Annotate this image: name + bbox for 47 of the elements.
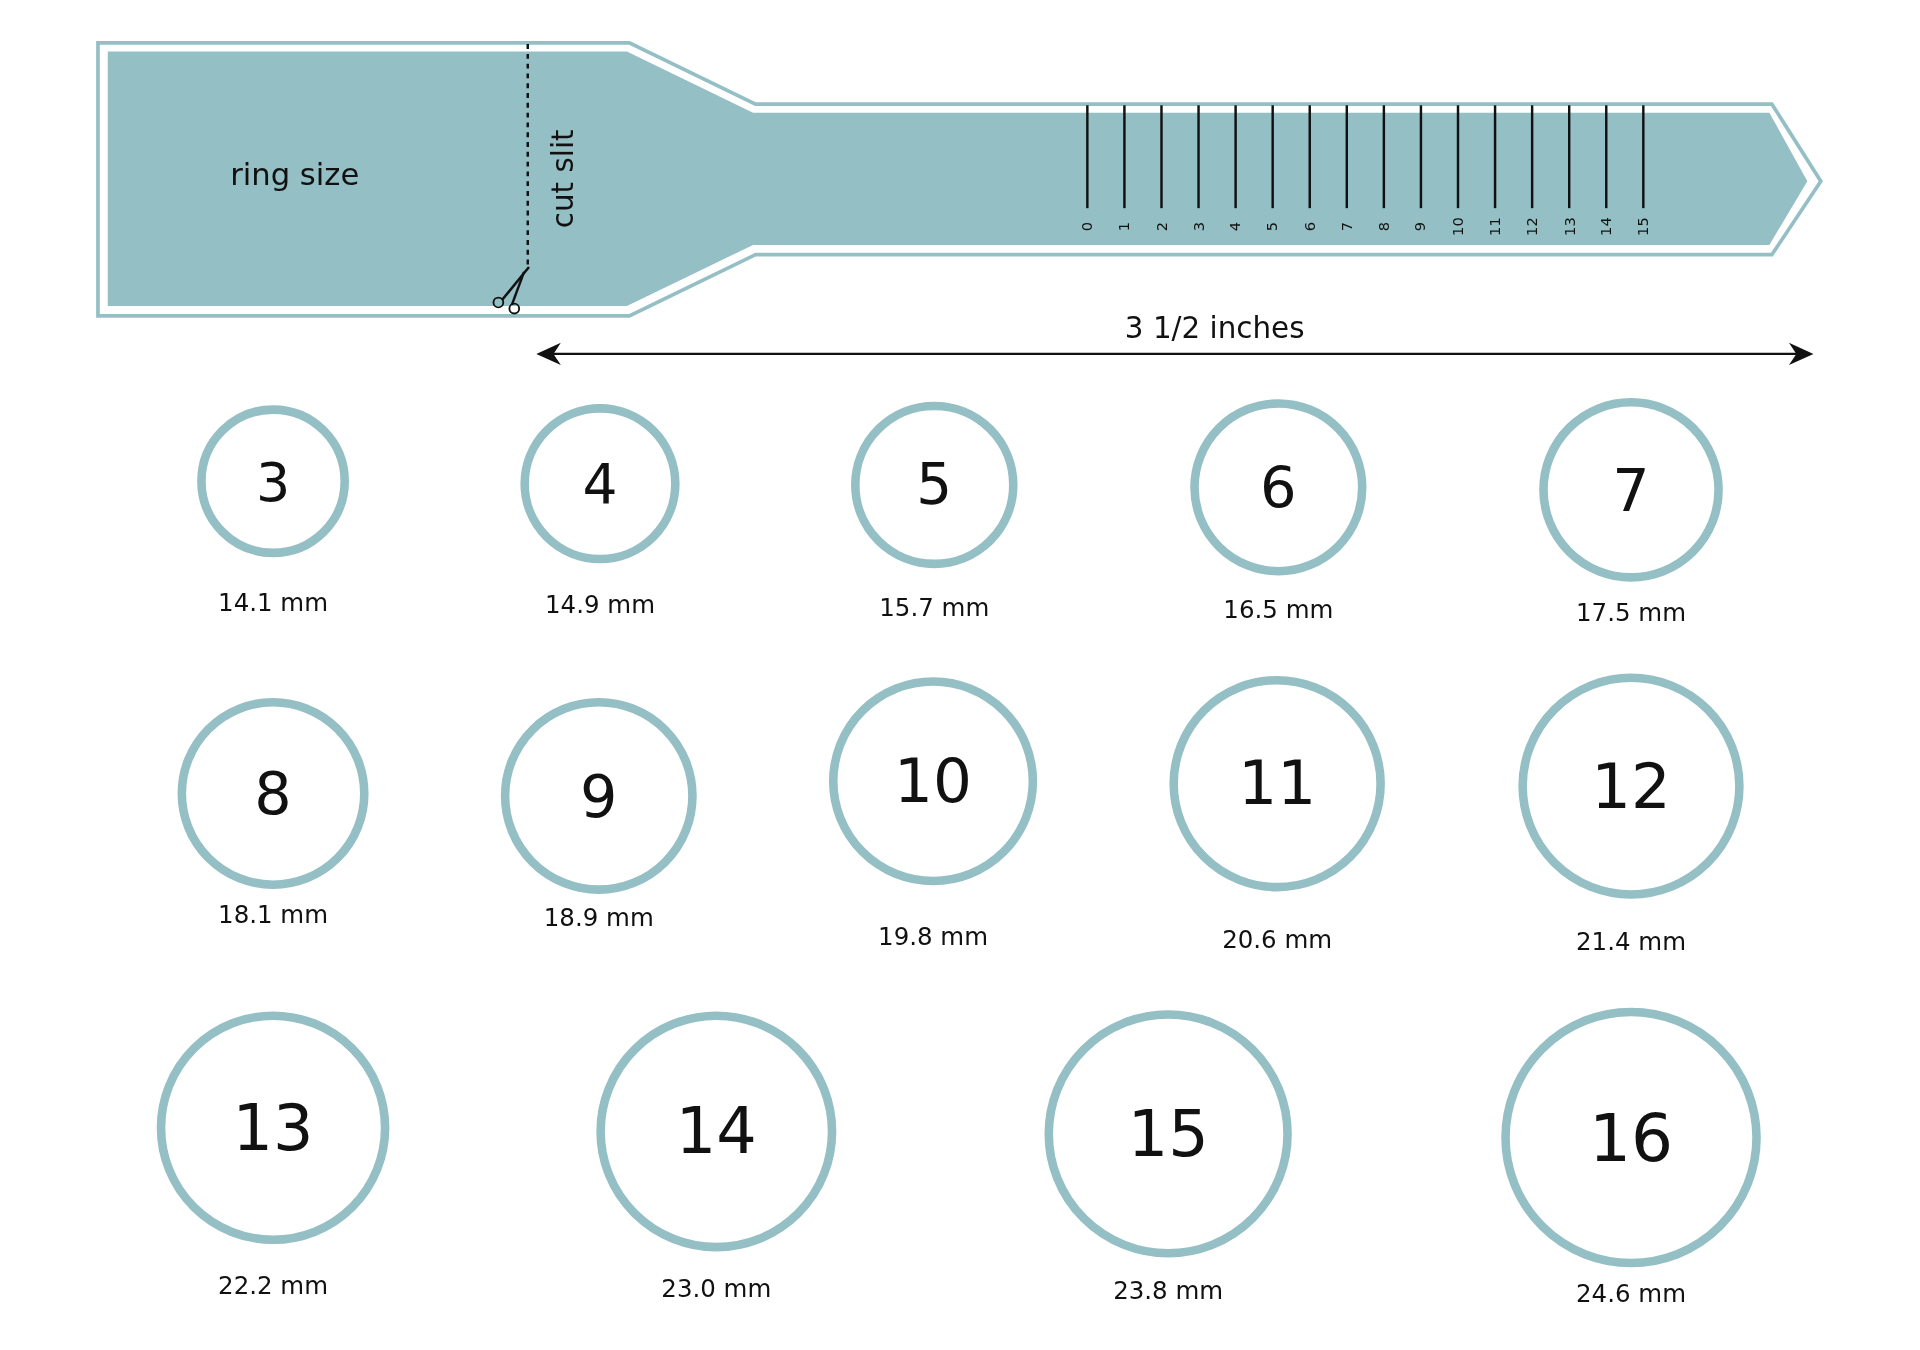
tick-number: 14 [1597,216,1615,238]
cut-label: cut slit [546,129,581,229]
dimension-label: 3 1/2 inches [1124,311,1305,346]
tick-number: 13 [1560,216,1578,238]
ring-size-circle: 7 [1539,397,1723,582]
ring-size-circle: 6 [1190,399,1367,576]
tick-number: 1 [1115,220,1133,234]
tick-number: 5 [1264,220,1282,234]
tick-number: 12 [1523,216,1541,238]
tick-number: 2 [1152,220,1171,234]
diameter-label: 15.7 mm [879,592,990,623]
tick-number: 7 [1338,220,1356,234]
tick-number: 9 [1412,220,1430,234]
diameter-label: 23.8 mm [1113,1275,1224,1306]
tick-number: 15 [1634,216,1652,238]
ring-size-circle: 15 [1044,1010,1292,1258]
tick-number: 11 [1486,216,1504,238]
diameter-label: 16.5 mm [1223,595,1334,625]
diameter-label: 14.1 mm [218,587,329,618]
ring-size-circle: 10 [829,677,1038,886]
tick-number: 0 [1078,220,1096,234]
diameter-label: 14.9 mm [545,590,655,620]
diameter-label: 19.8 mm [878,922,989,952]
tick-number: 3 [1189,220,1208,234]
tick-number: 8 [1375,220,1393,234]
tick-number: 6 [1301,220,1319,234]
diameter-label: 18.1 mm [218,900,329,930]
strip-label: ring size [230,156,360,193]
diameter-label: 17.5 mm [1576,597,1687,627]
diameter-label: 23.0 mm [661,1273,772,1303]
ring-size-circle: 4 [520,404,680,564]
ring-size-circle: 13 [156,1011,390,1245]
diameter-label: 18.9 mm [543,902,654,932]
ring-size-circle: 9 [500,697,697,894]
diameter-label: 24.6 mm [1576,1278,1687,1308]
tick-number: 10 [1449,216,1467,238]
ring-size-circle: 5 [851,401,1018,569]
ring-size-circle: 8 [177,697,369,889]
ring-size-circle: 12 [1518,673,1744,899]
ring-size-circle: 16 [1501,1007,1761,1268]
diameter-label: 20.6 mm [1222,924,1333,954]
ring-size-circle: 14 [596,1011,837,1252]
tick-number: 4 [1227,220,1245,234]
diameter-label: 21.4 mm [1576,926,1687,957]
ring-size-circle: 3 [197,405,349,558]
diameter-label: 22.2 mm [218,1271,329,1301]
ring-size-circle: 11 [1169,675,1385,892]
